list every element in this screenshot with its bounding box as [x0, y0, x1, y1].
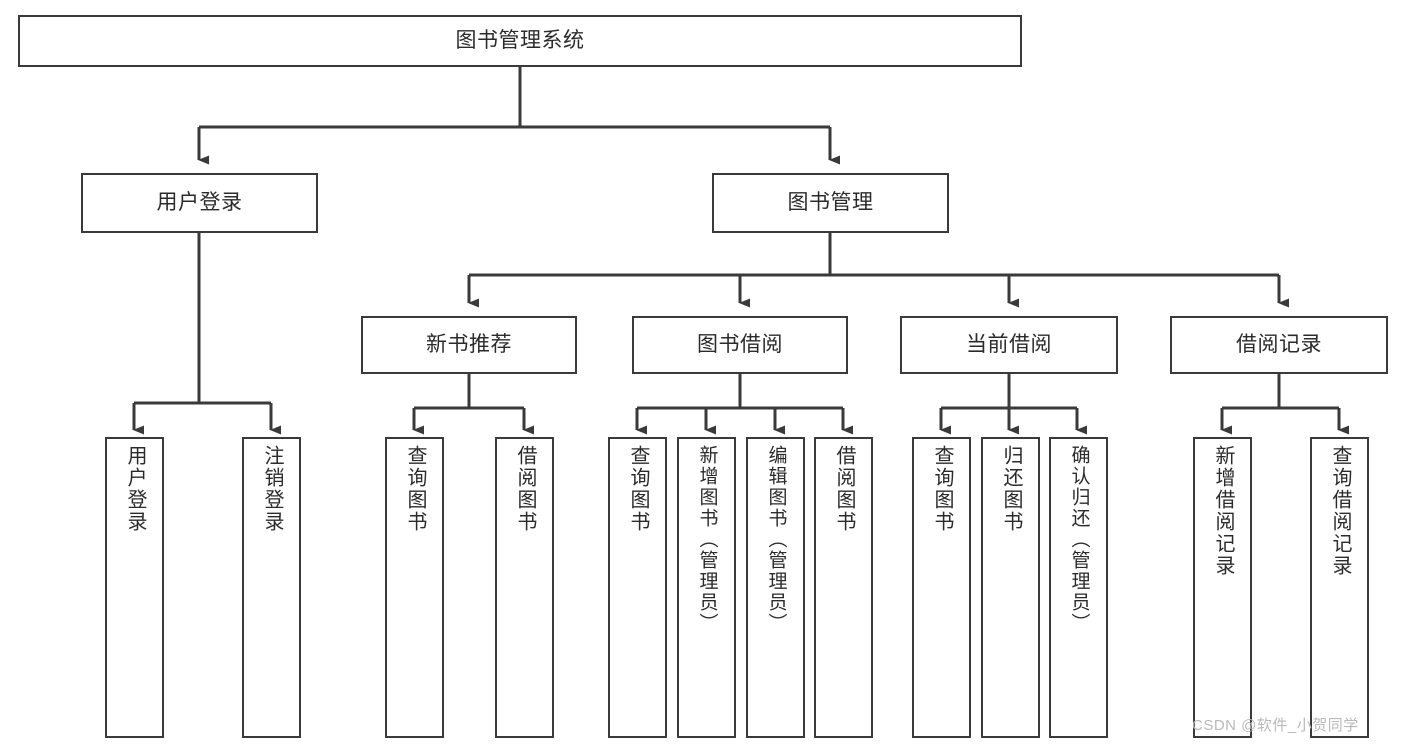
leaf-query-borrow-record[interactable]: 查询借阅记录: [1310, 437, 1369, 738]
node-label: 归还图书: [1000, 445, 1022, 533]
node-book-borrow[interactable]: 图书借阅: [632, 316, 848, 374]
node-label: 注销登录: [261, 445, 283, 533]
leaf-return-books[interactable]: 归还图书: [981, 437, 1040, 738]
node-label: 新增借阅记录: [1212, 445, 1234, 577]
leaf-user-login[interactable]: 用户登录: [105, 437, 164, 738]
leaf-confirm-return-admin[interactable]: 确认归还（管理员）: [1049, 437, 1108, 738]
leaf-edit-book-admin[interactable]: 编辑图书（管理员）: [746, 437, 805, 738]
node-label: 当前借阅: [966, 332, 1052, 356]
node-label: 新增图书（管理员）: [696, 445, 718, 634]
node-label: 查询借阅记录: [1329, 445, 1351, 577]
leaf-borrow-books-recommend[interactable]: 借阅图书: [495, 437, 554, 738]
node-label: 借阅图书: [833, 445, 855, 533]
node-label: 图书管理: [787, 190, 874, 214]
node-label: 用户登录: [156, 190, 243, 214]
node-label: 借阅记录: [1236, 332, 1322, 356]
node-label: 查询图书: [627, 445, 649, 533]
leaf-borrow-books[interactable]: 借阅图书: [814, 437, 873, 738]
node-new-book-recommend[interactable]: 新书推荐: [361, 316, 577, 374]
watermark-text: CSDN @软件_小贺同学: [1192, 717, 1359, 734]
leaf-query-books-borrow[interactable]: 查询图书: [608, 437, 667, 738]
node-root-system[interactable]: 图书管理系统: [18, 15, 1022, 67]
node-label: 编辑图书（管理员）: [765, 445, 787, 634]
node-label: 查询图书: [931, 445, 953, 533]
node-borrow-records[interactable]: 借阅记录: [1170, 316, 1388, 374]
leaf-add-borrow-record[interactable]: 新增借阅记录: [1193, 437, 1252, 738]
leaf-user-logout[interactable]: 注销登录: [242, 437, 301, 738]
node-label: 确认归还（管理员）: [1068, 445, 1090, 634]
node-label: 借阅图书: [514, 445, 536, 533]
node-label: 图书管理系统: [455, 28, 585, 52]
leaf-query-books-current[interactable]: 查询图书: [912, 437, 971, 738]
leaf-add-book-admin[interactable]: 新增图书（管理员）: [677, 437, 736, 738]
node-current-borrow[interactable]: 当前借阅: [900, 316, 1118, 374]
leaf-query-books-recommend[interactable]: 查询图书: [385, 437, 444, 738]
node-label: 图书借阅: [697, 332, 783, 356]
node-label: 查询图书: [404, 445, 426, 533]
node-label: 新书推荐: [426, 332, 512, 356]
node-label: 用户登录: [124, 445, 146, 533]
node-book-management[interactable]: 图书管理: [712, 173, 949, 233]
node-user-login[interactable]: 用户登录: [81, 173, 318, 233]
